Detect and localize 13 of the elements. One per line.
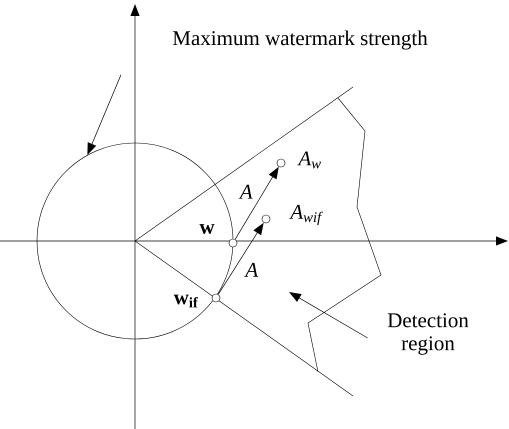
caption-text: Maximum watermark strength	[172, 30, 428, 50]
edge-label: A	[244, 262, 258, 277]
point-label: w	[199, 224, 214, 234]
point-marker	[276, 158, 286, 168]
point-marker	[212, 294, 220, 302]
point-label: A$_{w}$	[297, 151, 321, 169]
point-label: A$_{wif}$	[289, 204, 323, 226]
strength-circle	[36, 142, 234, 340]
caption-text: Detection region	[388, 313, 469, 355]
edge-label: A	[238, 184, 253, 199]
point-marker	[228, 238, 238, 248]
point-marker	[262, 214, 270, 224]
point-label: w$_{if}$	[174, 294, 198, 308]
